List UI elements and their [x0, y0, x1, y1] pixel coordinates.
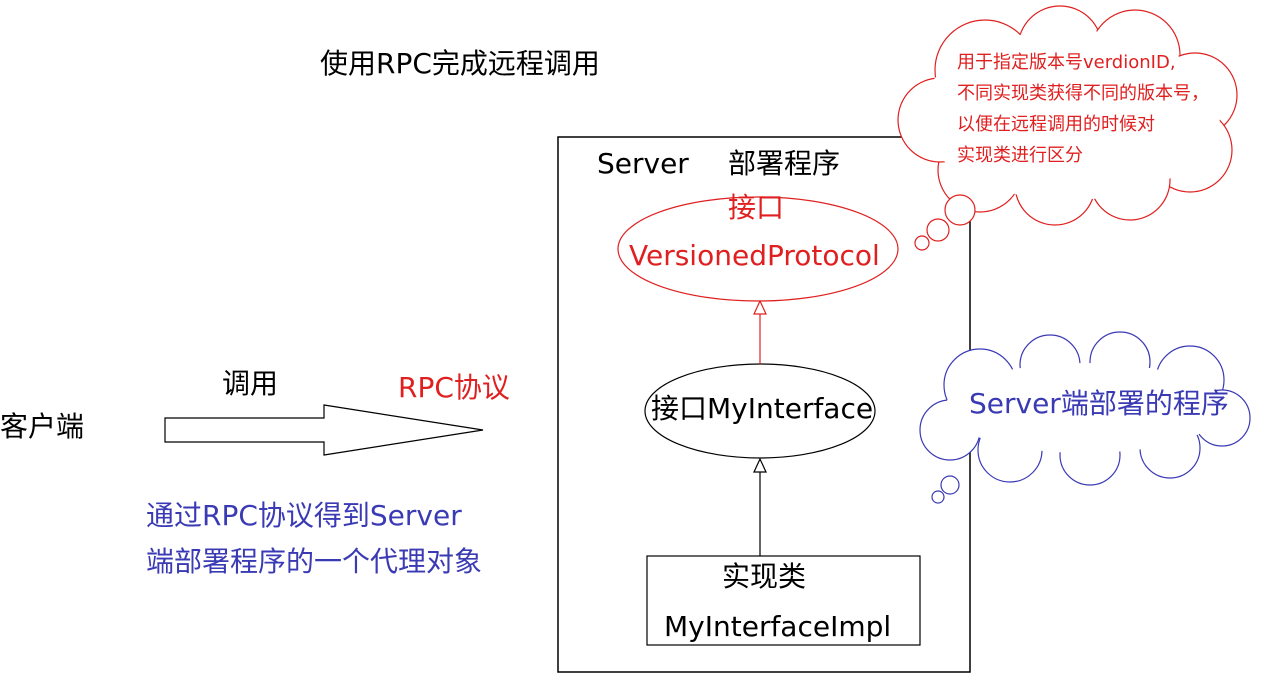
call-arrow	[164, 404, 484, 456]
my-interface-label: 接口MyInterface	[651, 392, 874, 425]
impl-name: MyInterfaceImpl	[664, 610, 892, 643]
blue-cloud-fill	[945, 363, 1225, 453]
red-cloud-line: 不同实现类获得不同的版本号，	[957, 83, 1209, 104]
rpc-protocol-label: RPC协议	[398, 371, 510, 404]
server-title: Server	[597, 147, 689, 180]
page-title: 使用RPC完成远程调用	[320, 47, 600, 80]
proxy-note: 通过RPC协议得到Server端部署程序的一个代理对象	[146, 499, 483, 578]
versioned-protocol-ellipse	[617, 196, 899, 302]
blue-cloud-text: Server端部署的程序	[969, 387, 1229, 420]
call-label: 调用	[222, 367, 279, 400]
red-cloud-line: 以便在远程调用的时候对	[957, 114, 1155, 135]
impl-arrowhead	[753, 457, 767, 473]
client-label: 客户端	[0, 410, 85, 443]
impl-box	[646, 555, 921, 646]
inherit-arrowhead-red	[753, 299, 767, 315]
deploy-title: 部署程序	[728, 147, 841, 180]
versioned-protocol-name: VersionedProtocol	[629, 239, 880, 272]
versioned-protocol-caption: 接口	[728, 191, 785, 224]
red-cloud-text: 用于指定版本号verdionID, 不同实现类获得不同的版本号， 以便在远程调用…	[957, 47, 1237, 171]
impl-caption: 实现类	[722, 560, 807, 593]
red-cloud-line: 实现类进行区分	[957, 145, 1083, 166]
red-cloud-line: 用于指定版本号verdionID,	[957, 52, 1176, 73]
red-cloud-fill	[920, 30, 1220, 200]
